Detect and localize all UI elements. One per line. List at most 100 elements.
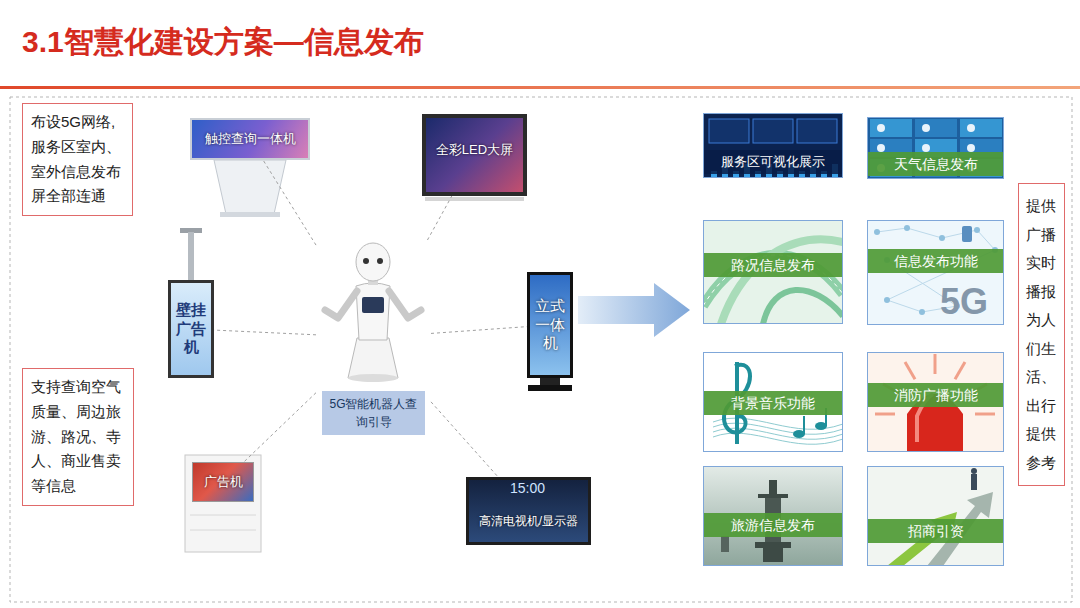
tile-picture: [867, 220, 1004, 325]
wall-pole: [188, 232, 194, 280]
function-tile: 天气信息发布: [867, 117, 1004, 179]
node-text: 5G智能机器人查 询引导: [322, 391, 425, 435]
weather-icon: [922, 144, 930, 152]
pagoda: [755, 542, 791, 548]
weather-cell: [870, 119, 912, 137]
kiosk-base: [220, 212, 280, 217]
title-rule: [0, 86, 1080, 89]
road: [763, 290, 843, 324]
music-note-stem: [803, 416, 805, 434]
slide-title: 3.1智慧化建设方案—信息发布: [22, 24, 424, 60]
node-text: 天气信息发布: [868, 152, 1003, 176]
cabinet-line: [190, 515, 256, 516]
tile-picture: [703, 352, 843, 452]
function-tile: 旅游信息发布: [703, 466, 843, 566]
node-text: 支持查询空气 质量、周边旅 游、路况、寺 人、商业售卖 等信息: [31, 375, 125, 499]
tile-picture: [867, 466, 1004, 566]
siren-ray: [955, 362, 965, 379]
standing-kiosk-screen: 立式 一体 机: [527, 272, 573, 378]
node-text: 旅游信息发布: [704, 513, 842, 537]
tile-ground: [703, 352, 843, 452]
robot-tablet: [362, 297, 384, 313]
network-line: [907, 228, 942, 238]
weather-icon: [922, 124, 930, 132]
led-shadow: [425, 197, 524, 201]
siren-ray: [905, 362, 915, 379]
weather-icon: [967, 124, 975, 132]
phone-icon: [962, 226, 972, 242]
man-head: [971, 468, 977, 474]
node-text: 广告机: [204, 474, 243, 491]
function-tile: 背景音乐功能: [703, 352, 843, 452]
tile-ground: [703, 113, 843, 178]
node-text: 信息发布功能: [868, 249, 1003, 273]
touch-kiosk-screen: 触控查询一体机: [190, 118, 310, 160]
robot-eye: [377, 258, 383, 264]
screen-clock: 15:00: [510, 481, 545, 496]
robot-figure: [325, 243, 421, 382]
network-dot: [974, 227, 980, 233]
weather-cell: [960, 119, 1002, 137]
network-dot: [904, 225, 910, 231]
note-box: 支持查询空气 质量、周边旅 游、路况、寺 人、商业售卖 等信息: [22, 368, 134, 506]
kiosk-stand: [214, 160, 286, 214]
network-dot: [919, 309, 925, 315]
weather-icon: [877, 124, 885, 132]
pagoda: [763, 548, 783, 562]
dashed-connector: [427, 196, 451, 240]
function-tile: 消防广播功能: [867, 352, 1004, 452]
dashed-connector: [263, 160, 316, 245]
node-text: 路况信息发布: [704, 253, 842, 277]
function-tile: 服务区可视化展示: [703, 113, 843, 178]
node-text: 壁挂 广告 机: [176, 301, 206, 357]
tile-ground: [867, 352, 1004, 452]
function-tile: 路况信息发布: [703, 220, 843, 324]
kiosk-base: [528, 385, 572, 391]
network-line: [977, 230, 995, 250]
tile-picture: [867, 117, 1004, 179]
node-text: 招商引资: [868, 519, 1003, 543]
tile-picture: [703, 113, 843, 178]
network-line: [877, 228, 907, 232]
led-screen: 全彩LED大屏: [422, 114, 527, 196]
flow-arrow: [578, 283, 690, 337]
dashed-connector: [431, 327, 527, 334]
siren-ray: [875, 413, 895, 416]
robot-node: 5G智能机器人查 询引导: [316, 240, 431, 435]
tile-picture: [703, 466, 843, 566]
ad-cabinet: [185, 455, 261, 552]
tile-ground: [703, 220, 843, 324]
staff-line: [713, 433, 843, 444]
dashboard-panel: [797, 119, 837, 143]
siren-ray: [934, 354, 937, 374]
dashboard-panel: [709, 119, 749, 143]
node-text: 服务区可视化展示: [704, 150, 842, 174]
kiosk-neck: [540, 378, 560, 386]
node-text: 布设5G网络, 服务区室内、 室外信息发布 屏全部连通: [31, 110, 124, 209]
tile-picture: [703, 220, 843, 324]
robot-foot: [348, 374, 398, 382]
dashboard-panel: [753, 119, 793, 143]
node-text: 全彩LED大屏: [436, 142, 513, 159]
cabinet-line: [190, 530, 256, 531]
wall-ad-screen: 壁挂 广告 机: [168, 280, 214, 378]
network-line: [887, 300, 922, 312]
network-dot: [939, 235, 945, 241]
network-dot: [874, 229, 880, 235]
dashed-connector: [244, 393, 316, 462]
siren-ray: [975, 413, 995, 416]
tile-ground: [703, 466, 843, 566]
pagoda: [769, 480, 777, 494]
tile-ground: [867, 117, 1004, 179]
tile-picture: [867, 352, 1004, 452]
node-text: 消防广播功能: [868, 383, 1003, 407]
note-box: 提供 广播 实时 播报 为人 们生 活、 出行 提供 参考: [1018, 183, 1065, 486]
network-dot: [884, 297, 890, 303]
weather-icon: [967, 144, 975, 152]
robot-arm: [325, 291, 357, 318]
node-text: 触控查询一体机: [205, 131, 296, 148]
robot-body: [356, 283, 390, 340]
node-text: 立式 一体 机: [535, 297, 565, 353]
ad-machine-screen: 广告机: [192, 462, 254, 502]
